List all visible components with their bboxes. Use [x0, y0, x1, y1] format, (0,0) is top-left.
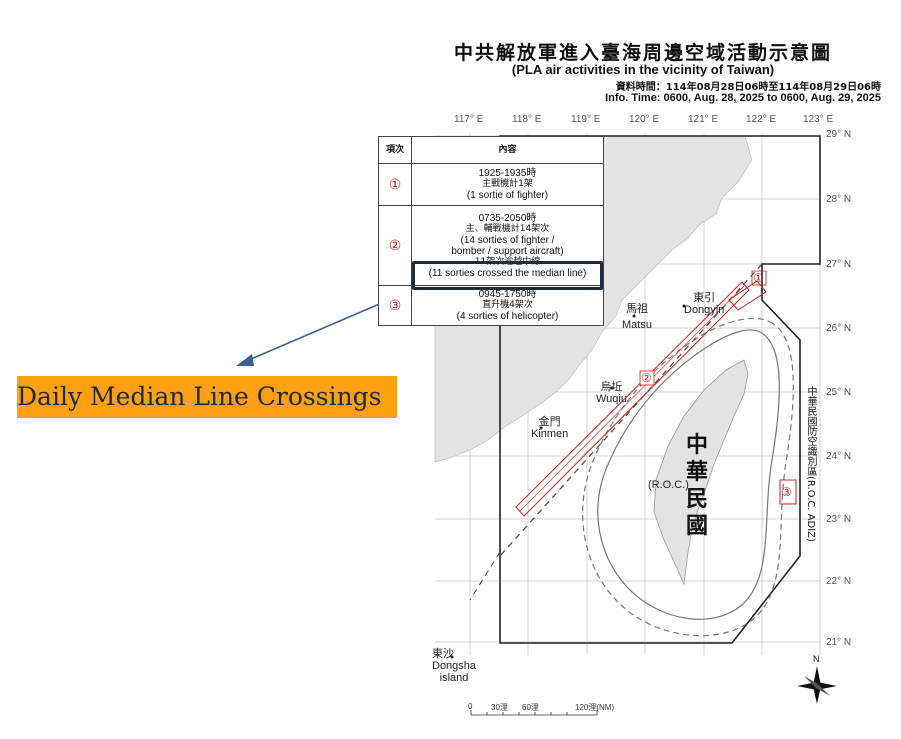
legend-row-3: ③ 0945-1750時 直升機4架次 (4 sorties of helico…: [378, 285, 604, 326]
scale-label-0: 0: [468, 702, 473, 711]
contour-inner: [597, 329, 780, 620]
zone-3-label: ③: [781, 485, 792, 499]
scale-label-30: 30浬: [491, 703, 508, 712]
lat-label-25: 25° N: [826, 387, 852, 398]
lon-label-117: 117° E: [454, 114, 484, 125]
scale-bar: [470, 710, 598, 716]
lat-label-26: 26° N: [826, 323, 852, 334]
compass-north-label: N: [813, 654, 820, 664]
info-time-en: Info. Time: 0600, Aug. 28, 2025 to 0600,…: [605, 92, 881, 104]
legend-header-row: 項次 內容: [378, 136, 604, 164]
legend-row-2-num: ②: [378, 205, 412, 286]
lat-label-22: 22° N: [826, 576, 852, 587]
lon-label-121: 121° E: [688, 114, 719, 125]
activity-zone-3: [779, 479, 797, 505]
median-line-highlight-box: [412, 261, 603, 290]
adiz-label: 中華民國防空識別區(R.O.C. ADIZ): [805, 386, 816, 542]
map-title-en: (PLA air activities in the vicinity of T…: [511, 62, 775, 77]
legend-col-item: 項次: [378, 136, 412, 164]
zone-2-label: ②: [641, 371, 652, 385]
activity-legend-table: 項次 內容 ① 1925-1935時 主戰機計1架 (1 sortie of f…: [378, 136, 604, 326]
lon-label-123: 123° E: [803, 114, 834, 125]
zone-1-label: ①: [753, 271, 764, 285]
info-time-zh: 資料時間：114年08月28日06時至114年08月29日06時: [615, 82, 881, 93]
legend-row-1-num: ①: [378, 163, 412, 206]
dongsha-label: 東沙 Dongsha island: [432, 648, 477, 684]
lat-label-21: 21° N: [826, 637, 852, 648]
legend-row-1-content: 1925-1935時 主戰機計1架 (1 sortie of fighter): [411, 163, 604, 206]
lat-label-24: 24° N: [826, 451, 852, 462]
legend-row-1: ① 1925-1935時 主戰機計1架 (1 sortie of fighter…: [378, 163, 604, 206]
legend-col-content: 內容: [411, 136, 604, 164]
lat-label-23: 23° N: [826, 514, 852, 525]
lat-label-29: 29° N: [826, 129, 852, 140]
adiz-boundary: [499, 135, 821, 644]
map-title-zh: 中共解放軍進入臺海周邊空域活動示意圖: [453, 42, 832, 64]
lon-label-120: 120° E: [629, 114, 660, 125]
lon-label-118: 118° E: [512, 114, 542, 125]
lat-label-28: 28° N: [826, 194, 852, 205]
contour-outer: [582, 317, 794, 637]
activity-zone-2: [515, 281, 750, 517]
legend-row-3-content: 0945-1750時 直升機4架次 (4 sorties of helicopt…: [411, 285, 604, 326]
lon-label-119: 119° E: [571, 114, 601, 125]
scale-label-120: 120浬(NM): [575, 703, 615, 712]
lon-label-122: 122° E: [746, 114, 777, 125]
legend-row-3-num: ③: [378, 285, 412, 326]
compass-rose: [797, 666, 837, 704]
scale-label-60: 60浬: [522, 703, 539, 712]
zone-1-box: [751, 270, 767, 286]
median-line-callout: Daily Median Line Crossings: [17, 376, 397, 418]
taiwan-island: [653, 359, 749, 586]
roc-name-en: (R.O.C.): [648, 479, 689, 491]
zone-2-box: [639, 370, 655, 386]
lat-label-27: 27° N: [826, 259, 852, 270]
activity-zone-1: [728, 280, 767, 311]
roc-name-zh: 中 華 民 國: [685, 432, 708, 539]
